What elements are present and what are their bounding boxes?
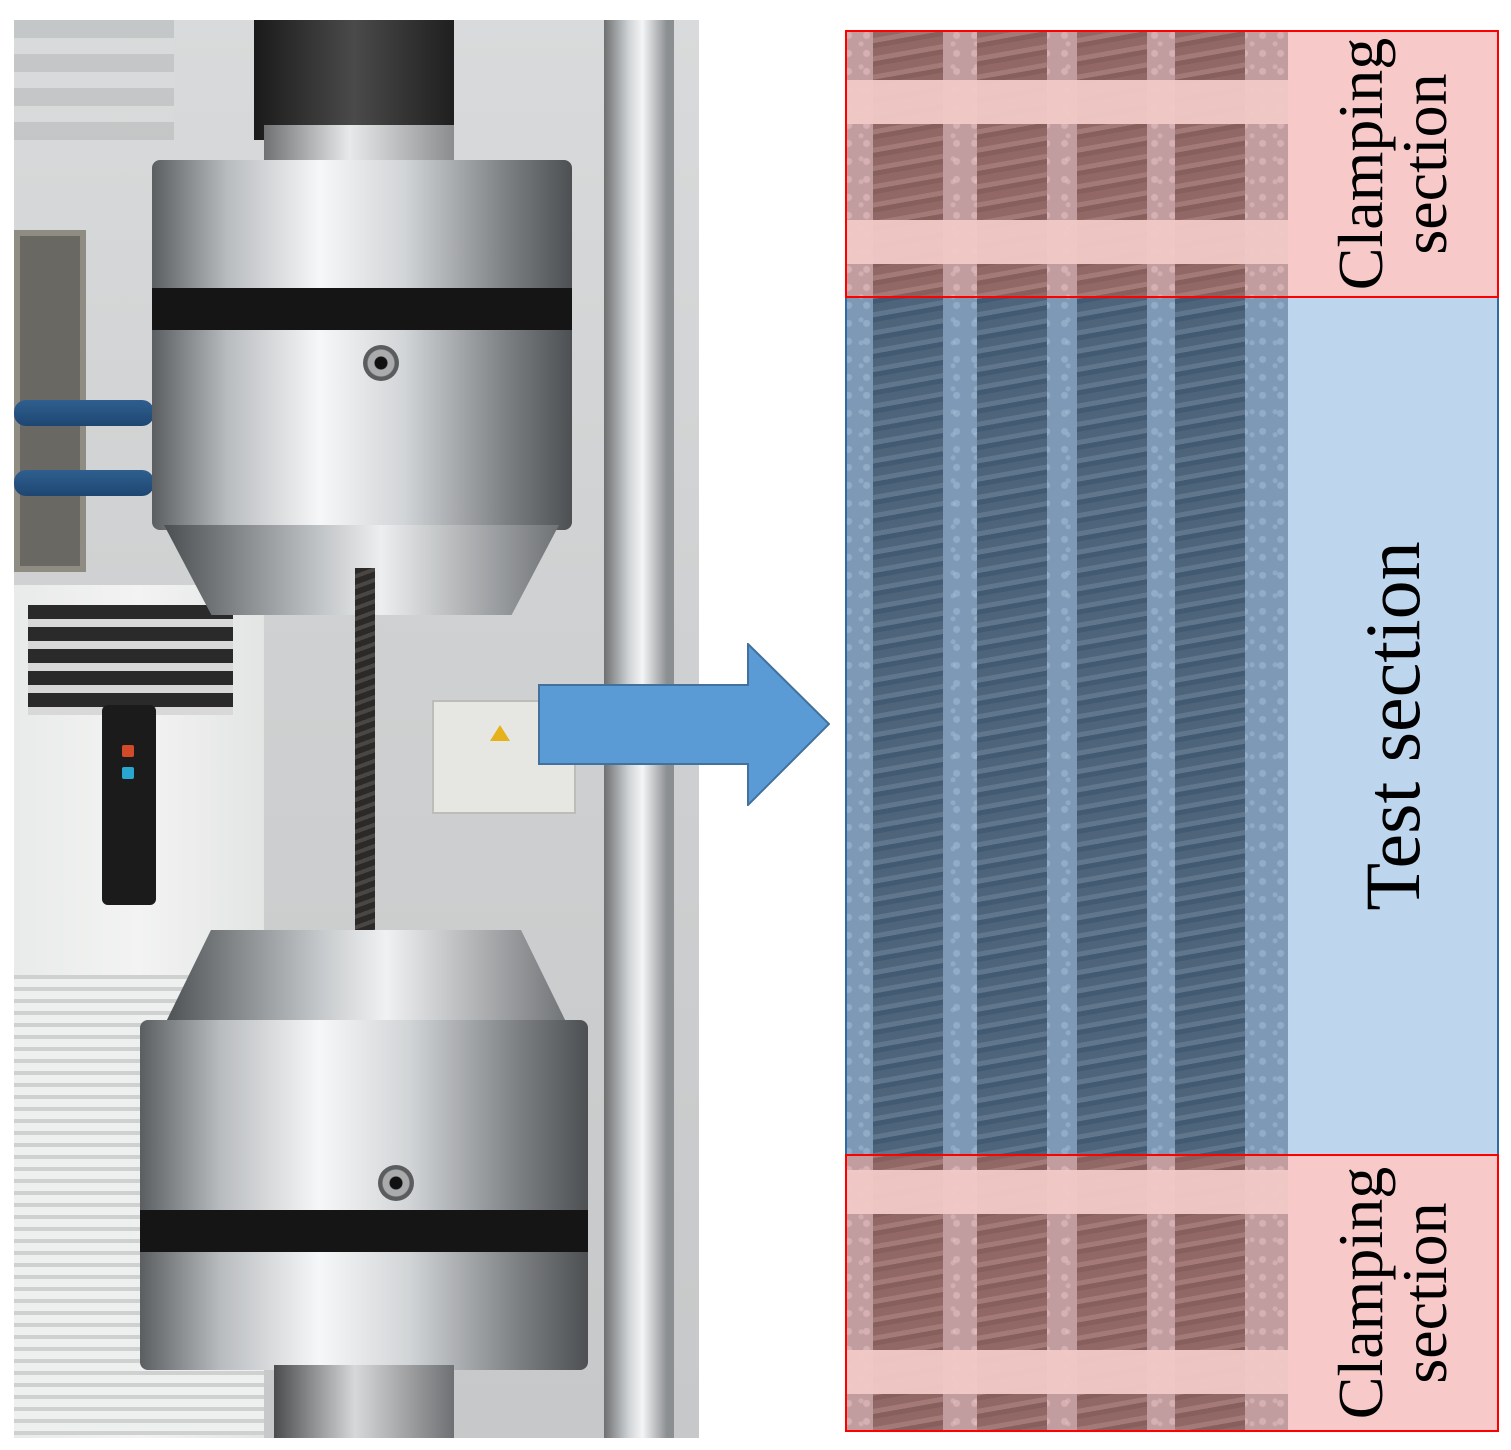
rebar-specimen xyxy=(355,568,375,978)
lower-grip xyxy=(140,1020,588,1370)
test-section-label-box: Test section xyxy=(1288,298,1499,1154)
hydraulic-hose xyxy=(14,470,154,496)
machine-crosshead xyxy=(254,20,454,140)
bolt-icon xyxy=(363,345,399,381)
right-arrow-icon xyxy=(538,643,830,806)
tape-band xyxy=(845,1350,1290,1394)
wall-pipes xyxy=(14,20,174,140)
label-line: section xyxy=(1388,73,1460,255)
label-line: Clamping xyxy=(1324,1166,1396,1420)
clamping-section-bottom-label: Clamping section xyxy=(1324,1166,1460,1420)
ac-vents xyxy=(28,605,233,715)
base-fixture xyxy=(274,1365,454,1438)
ac-control-panel xyxy=(102,705,156,905)
specimen-sections-panel: Clamping section Test section Clamping s… xyxy=(845,30,1499,1432)
bolt-icon xyxy=(378,1165,414,1201)
lower-grip-label-band xyxy=(140,1210,588,1252)
clamping-section-bottom-label-box: Clamping section xyxy=(1288,1154,1499,1432)
warning-triangle-icon xyxy=(490,725,510,741)
ac-led-icon xyxy=(122,745,134,757)
ac-led-icon xyxy=(122,767,134,779)
label-line: section xyxy=(1388,1202,1460,1384)
tape-band xyxy=(845,220,1290,264)
lower-grip-taper xyxy=(162,930,570,1030)
label-line: Clamping xyxy=(1324,37,1396,291)
hydraulic-hose xyxy=(14,400,154,426)
test-section-label: Test section xyxy=(1348,541,1436,911)
upper-grip-label-band xyxy=(152,288,572,330)
tape-band xyxy=(845,1170,1290,1214)
air-conditioner-unit xyxy=(14,585,264,1438)
clamping-section-top-label-box: Clamping section xyxy=(1288,30,1499,298)
clamping-section-top-label: Clamping section xyxy=(1324,37,1460,291)
tape-band xyxy=(845,80,1290,124)
upper-grip xyxy=(152,160,572,530)
